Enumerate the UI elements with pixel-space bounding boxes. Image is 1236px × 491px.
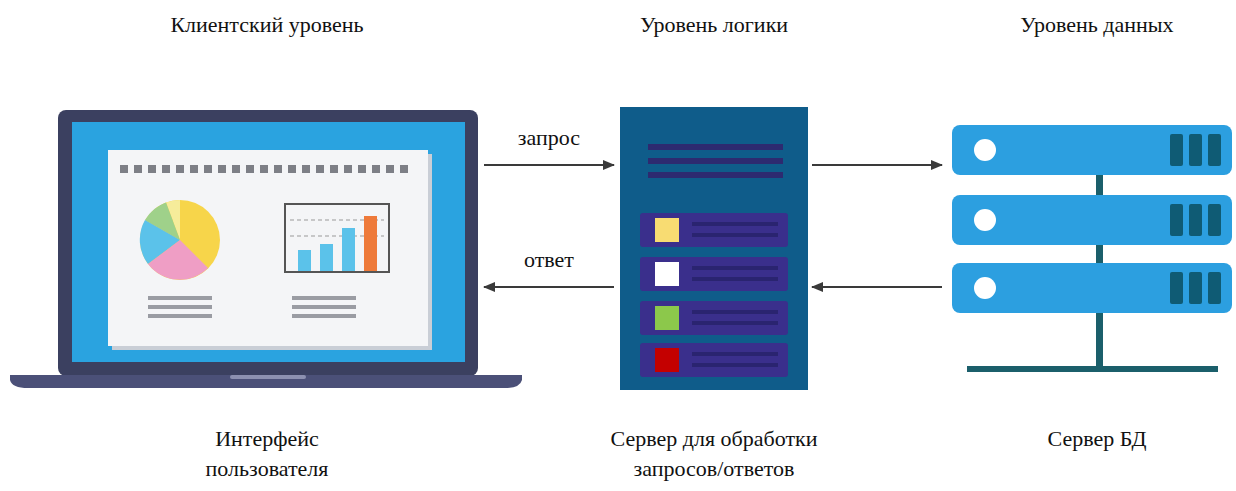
tier-caption: Сервер для обработки запросов/ответов — [579, 424, 849, 484]
tier-heading: Уровень данных — [967, 10, 1227, 40]
flow-arrow — [484, 164, 614, 166]
tier-caption: Интерфейс пользователя — [172, 424, 362, 484]
laptop-illustration — [10, 110, 522, 388]
tier-node: Уровень данныхСервер БД — [942, 0, 1236, 491]
tier-node: Клиентский уровеньИнтерфейс пользователя — [0, 0, 484, 491]
flow-arrow — [812, 164, 942, 166]
arrow-label: запрос — [515, 125, 583, 151]
db-server-illustration — [952, 125, 1232, 372]
flow-arrow — [812, 286, 942, 288]
app-server-illustration — [620, 107, 808, 390]
tier-heading: Уровень логики — [564, 10, 864, 40]
tier-caption: Сервер БД — [967, 424, 1227, 454]
flow-arrow — [484, 286, 614, 288]
tier-heading: Клиентский уровень — [67, 10, 467, 40]
arrow-label: ответ — [521, 247, 577, 273]
tier-node: Уровень логикиСервер для обработки запро… — [614, 0, 812, 491]
